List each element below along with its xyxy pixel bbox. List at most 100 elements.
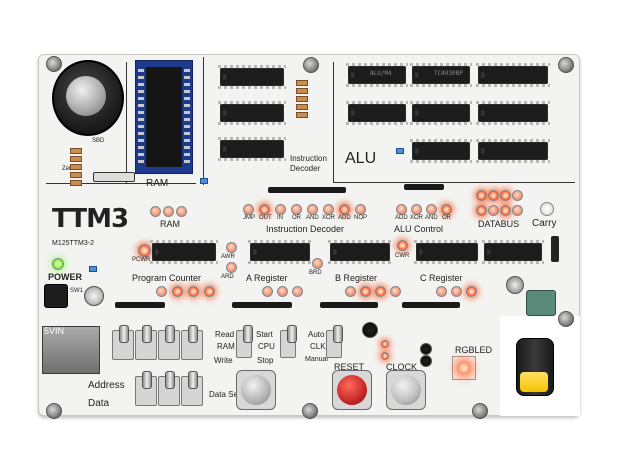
- clk-switch-label: CLK: [310, 342, 326, 351]
- clock-button[interactable]: [386, 370, 426, 410]
- pc-led: [156, 286, 167, 297]
- silk-line: [126, 62, 127, 184]
- alu-chip: [410, 139, 472, 163]
- a-register-led: [292, 286, 303, 297]
- auto-label: Auto: [308, 330, 325, 339]
- clk-mode-switch[interactable]: [326, 325, 343, 358]
- instruction-decoder-label-top: Instruction: [290, 154, 327, 163]
- data-set-label: Data Set: [209, 390, 241, 399]
- data-toggle-1[interactable]: [135, 371, 157, 406]
- databus-led: [512, 190, 523, 201]
- alu-ctrl-label-add: ADD: [395, 215, 408, 221]
- extra-chip: [482, 240, 544, 264]
- smd-diode: [396, 148, 404, 154]
- alu-ctrl-label-xor: XOR: [410, 215, 424, 221]
- b-register-led: [390, 286, 401, 297]
- power-label: POWER: [48, 272, 83, 282]
- data-set-button[interactable]: [236, 370, 276, 410]
- b-register-led: [360, 286, 371, 297]
- ram-led-label: RAM: [160, 219, 180, 229]
- silk-line: [203, 57, 204, 185]
- smd-resistor: [70, 180, 82, 186]
- address-toggle-3[interactable]: [158, 325, 180, 360]
- alu-control-label: ALU Control: [394, 224, 444, 234]
- databus-led: [500, 190, 511, 201]
- ttm3-logo: TTM3: [52, 204, 129, 234]
- decoder-label-xor: XOR: [322, 215, 336, 221]
- cpu-run-switch[interactable]: [280, 325, 297, 358]
- power-led: [52, 258, 64, 270]
- small-capacitor: [420, 343, 432, 355]
- pin-header: [115, 302, 165, 308]
- address-toggle-1[interactable]: [112, 325, 134, 360]
- data-toggle-3[interactable]: [181, 371, 203, 406]
- smd-diode: [296, 112, 308, 118]
- a-register-led: [262, 286, 273, 297]
- pin-header: [320, 302, 378, 308]
- pc-led: [172, 286, 183, 297]
- b-register-label: B Register: [335, 273, 378, 283]
- alu-chip: [476, 63, 550, 87]
- brd-label: BRD: [309, 270, 322, 276]
- smd-diode: [296, 104, 308, 110]
- databus-led: [476, 190, 487, 201]
- ram-led: [163, 206, 174, 217]
- pc-chip: [150, 240, 218, 264]
- power-switch[interactable]: [44, 284, 68, 308]
- address-toggle-4[interactable]: [181, 325, 203, 360]
- mounting-hole: [46, 403, 62, 419]
- reset-button[interactable]: [332, 370, 372, 410]
- usb-power-connector[interactable]: [42, 326, 100, 374]
- mounting-hole: [302, 403, 318, 419]
- decoder-led-add: [339, 204, 350, 215]
- ram-led: [150, 206, 161, 217]
- potentiometer-body: [526, 290, 556, 316]
- alu-chip: TC4030BP: [410, 63, 472, 87]
- silk-line: [333, 182, 575, 183]
- smd-diode: [89, 266, 97, 272]
- silk-line: [333, 62, 334, 182]
- smd-resistor: [70, 156, 82, 162]
- a-register-label: A Register: [246, 273, 288, 283]
- electrolytic-capacitor: [362, 322, 378, 338]
- write-label: Write: [214, 356, 233, 365]
- data-toggle-2[interactable]: [158, 371, 180, 406]
- data-label: Data: [88, 398, 110, 409]
- ram-led: [176, 206, 187, 217]
- smd-diode: [200, 178, 208, 184]
- alu-ctrl-label-or: OR: [442, 215, 451, 221]
- status-led: [381, 352, 389, 360]
- address-toggle-2[interactable]: [135, 325, 157, 360]
- c-register-led: [466, 286, 477, 297]
- ram-chip: [135, 60, 193, 174]
- b-register-chip: [328, 240, 392, 264]
- databus-led: [512, 205, 523, 216]
- decoder-chip: [218, 101, 286, 125]
- status-led: [381, 340, 389, 348]
- alu-chip: ALU/M4: [346, 63, 408, 87]
- a-register-led: [277, 286, 288, 297]
- databus-led: [500, 205, 511, 216]
- decoder-label-nop: NOP: [354, 215, 368, 221]
- capacitor: [506, 276, 524, 294]
- cwr-label: CWR: [395, 253, 410, 259]
- smd-diode: [296, 88, 308, 94]
- b-register-led: [375, 286, 386, 297]
- ram-rw-switch[interactable]: [236, 325, 253, 358]
- alu-ctrl-led-xor: [411, 204, 422, 215]
- board-id: M125TTM3-2: [52, 240, 95, 247]
- decoder-led-or: [291, 204, 302, 215]
- a-register-chip: [248, 240, 312, 264]
- pcwr-led: [138, 244, 151, 257]
- sbd-label: SBD: [92, 138, 105, 144]
- alu-ctrl-led-or: [441, 204, 452, 215]
- decoder-led-xor: [323, 204, 334, 215]
- smd-diode: [296, 80, 308, 86]
- alu-ctrl-label-and: AND: [425, 215, 438, 221]
- carry-label: Carry: [532, 218, 557, 229]
- alu-chip: [476, 139, 550, 163]
- alu-ctrl-led-and: [426, 204, 437, 215]
- databus-led: [476, 205, 487, 216]
- mounting-hole: [558, 311, 574, 327]
